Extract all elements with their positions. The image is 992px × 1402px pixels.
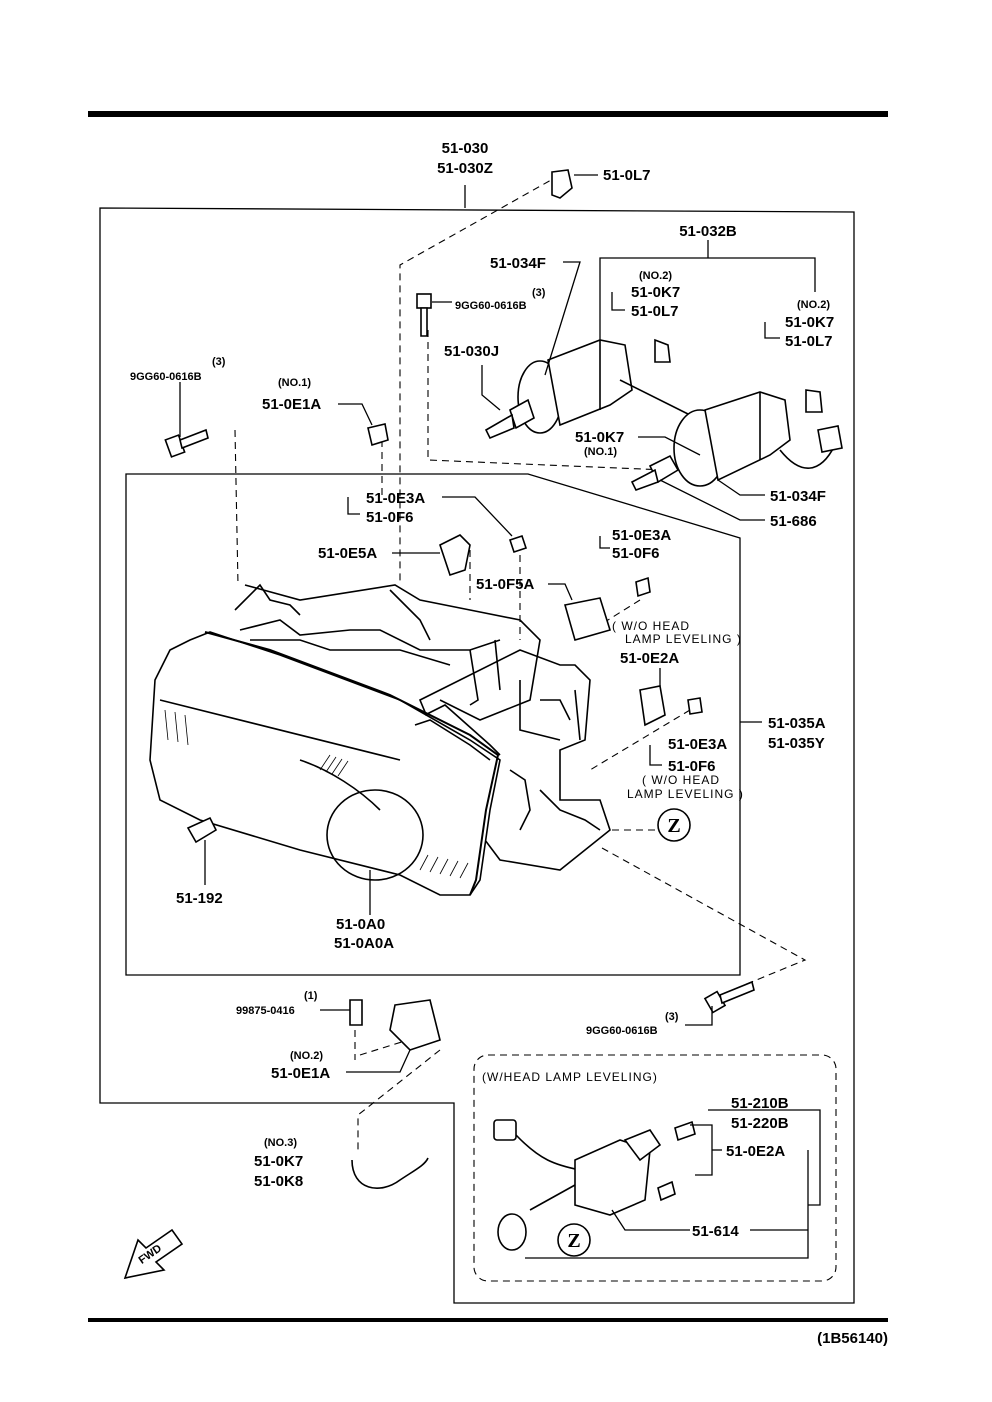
label-0F6-b: 51-0F6 xyxy=(612,545,660,562)
label-assy-top-2: 51-030Z xyxy=(437,160,493,177)
label-no3: (NO.3) xyxy=(264,1137,297,1149)
headlamp-unit xyxy=(149,583,611,896)
label-0L7-a: 51-0L7 xyxy=(631,303,679,320)
label-0L7-top: 51-0L7 xyxy=(603,167,651,184)
hose-0K7-0K8 xyxy=(351,1157,429,1189)
screw-0E3A-b xyxy=(635,576,651,598)
assembly-frame xyxy=(99,207,855,1304)
leveling-inset-box xyxy=(473,1054,837,1282)
label-0A0A: 51-0A0A xyxy=(334,935,394,952)
label-bolt-left: 9GG60-0616B xyxy=(130,371,202,383)
z-mark-inset xyxy=(557,1223,591,1257)
label-0E2A: 51-0E2A xyxy=(620,650,679,667)
label-qty3-top: (3) xyxy=(532,287,546,299)
part-labels: 51-030 51-030Z 51-0L7 51-032B 51-034F (3… xyxy=(130,140,888,1347)
label-qty3-left: (3) xyxy=(212,356,226,368)
label-0E1A-bottom: 51-0E1A xyxy=(271,1065,330,1082)
label-qty1: (1) xyxy=(304,990,318,1002)
label-no2-a: (NO.2) xyxy=(639,270,672,282)
label-0E5A: 51-0E5A xyxy=(318,545,377,562)
lamp-unit-frame xyxy=(125,473,741,976)
label-220B: 51-220B xyxy=(731,1115,789,1132)
label-0E3A-a: 51-0E3A xyxy=(366,490,425,507)
label-035Y: 51-035Y xyxy=(768,735,825,752)
actuator-0F5A xyxy=(563,597,612,641)
z-mark-main xyxy=(657,808,691,842)
connector-0L7-a xyxy=(654,338,671,363)
screw-0E3A-a xyxy=(508,534,528,554)
label-0L7-b: 51-0L7 xyxy=(785,333,833,350)
label-no1-e1a: (NO.1) xyxy=(278,377,311,389)
label-wo-level-2a: ( W/O HEAD xyxy=(642,773,720,787)
label-0E3A-b: 51-0E3A xyxy=(612,527,671,544)
label-bolt-bottom: 9GG60-0616B xyxy=(586,1025,658,1037)
label-0F6-c: 51-0F6 xyxy=(668,758,716,775)
label-screw: 99875-0416 xyxy=(236,1005,295,1017)
clip-0E2A xyxy=(639,685,666,727)
leader-lines xyxy=(179,174,821,1259)
label-bolt-top: 9GG60-0616B xyxy=(455,300,527,312)
bolt-9GG60-bottom xyxy=(703,980,755,1014)
label-0A0: 51-0A0 xyxy=(336,916,385,933)
label-035A: 51-035A xyxy=(768,715,826,732)
label-assy-top-1: 51-030 xyxy=(442,140,489,157)
z-mark-inset-label: Z xyxy=(567,1230,580,1252)
label-0F6-a: 51-0F6 xyxy=(366,509,414,526)
label-qty3-bottom: (3) xyxy=(665,1011,679,1023)
clip-0E1A-top xyxy=(367,423,389,447)
label-032B: 51-032B xyxy=(679,223,737,240)
label-0E3A-c: 51-0E3A xyxy=(668,736,727,753)
label-192: 51-192 xyxy=(176,890,223,907)
label-0K7-no1: 51-0K7 xyxy=(575,429,624,446)
bulb-socket-no1 xyxy=(630,391,836,491)
label-034F-top: 51-034F xyxy=(490,255,546,272)
label-wo-level-1a: ( W/O HEAD xyxy=(612,619,690,633)
label-614: 51-614 xyxy=(692,1223,739,1240)
connector-0L7-top xyxy=(551,169,573,199)
leveling-actuator xyxy=(493,1119,696,1251)
label-0E1A-top: 51-0E1A xyxy=(262,396,321,413)
label-686: 51-686 xyxy=(770,513,817,530)
label-no2-e1a: (NO.2) xyxy=(290,1050,323,1062)
fwd-arrow-icon: FWD xyxy=(123,1228,184,1280)
screw-99875 xyxy=(349,999,363,1026)
clip-51-192 xyxy=(186,816,218,844)
label-no1-k7: (NO.1) xyxy=(584,446,617,458)
label-0E2A-inset: 51-0E2A xyxy=(726,1143,785,1160)
bracket-0E1A-bottom xyxy=(389,999,441,1051)
connector-0L7-b xyxy=(805,389,823,413)
label-0K8: 51-0K8 xyxy=(254,1173,303,1190)
clip-0E5A xyxy=(439,534,471,577)
label-0K7-a: 51-0K7 xyxy=(631,284,680,301)
label-inset-title: (W/HEAD LAMP LEVELING) xyxy=(482,1070,658,1084)
label-210B: 51-210B xyxy=(731,1095,789,1112)
label-0F5A: 51-0F5A xyxy=(476,576,535,593)
label-0K7-no3: 51-0K7 xyxy=(254,1153,303,1170)
connector-plug xyxy=(817,425,843,453)
bolt-9GG60-top xyxy=(416,293,432,337)
bolt-9GG60-left xyxy=(164,428,209,458)
screw-0E3A-c xyxy=(687,697,703,715)
label-wo-level-2b: LAMP LEVELING ) xyxy=(627,787,744,801)
label-034F-right: 51-034F xyxy=(770,488,826,505)
label-0K7-b: 51-0K7 xyxy=(785,314,834,331)
diagram-id: (1B56140) xyxy=(817,1330,888,1347)
label-030J: 51-030J xyxy=(444,343,499,360)
z-mark-main-label: Z xyxy=(667,815,680,837)
label-wo-level-1b: LAMP LEVELING ) xyxy=(625,632,742,646)
label-no2-b: (NO.2) xyxy=(797,299,830,311)
